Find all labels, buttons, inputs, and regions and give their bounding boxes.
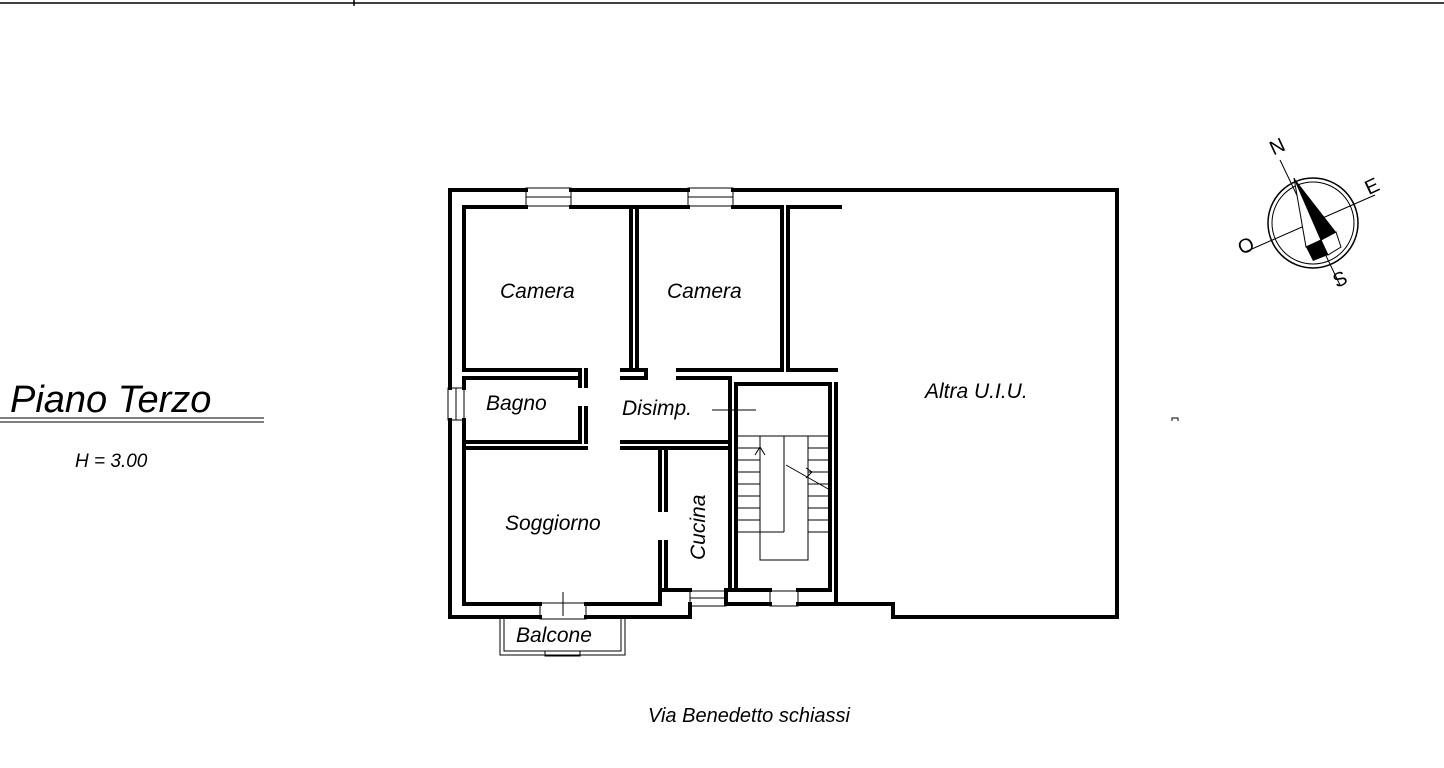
door-marker [712,398,756,424]
floor-height: H = 3.00 [75,451,148,472]
compass-rose: N E S O [1235,134,1383,293]
compass-south: S [1330,267,1351,293]
room-label-soggiorno: Soggiorno [505,512,601,535]
floor-title: Piano Terzo [10,379,211,421]
inner-walls [462,205,842,619]
room-label-disimpegno: Disimp. [622,397,692,420]
title-block: Piano Terzo H = 3.00 [0,379,264,472]
compass-needle-icon [1294,178,1336,240]
balcony [499,617,626,657]
room-label-altra-uiu: Altra U.I.U. [923,380,1028,403]
room-label-bagno: Bagno [486,392,547,415]
room-label-camera-left: Camera [500,280,575,303]
room-label-balcone: Balcone [516,624,592,647]
room-label-cucina: Cucina [687,495,710,560]
staircase [736,435,831,561]
compass-east: E [1362,174,1383,200]
sheet-frame [0,0,1444,6]
room-label-camera-right: Camera [667,280,742,303]
street-label: Via Benedetto schiassi [648,705,851,727]
compass-west: O [1235,233,1258,260]
compass-north: N [1266,134,1288,160]
outer-walls [448,188,1119,619]
